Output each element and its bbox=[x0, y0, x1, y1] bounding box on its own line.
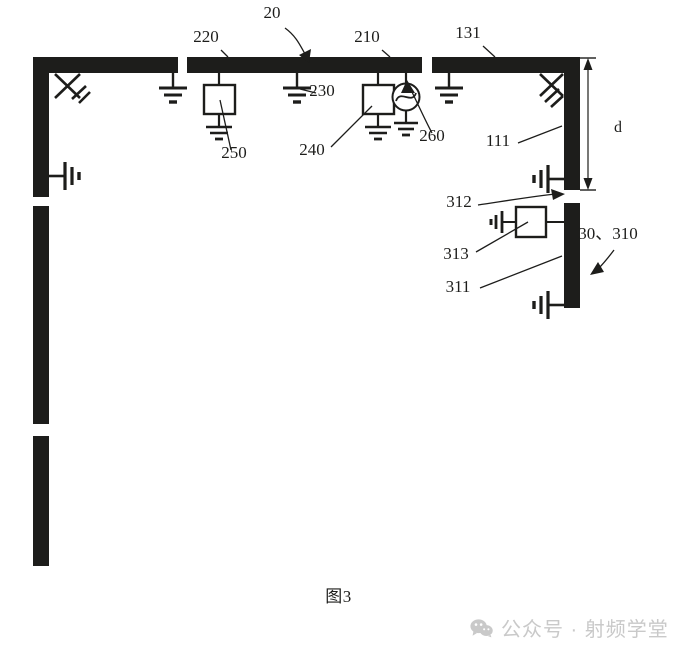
ref-numeral-250: 250 bbox=[221, 143, 247, 162]
ground-icon-230 bbox=[283, 73, 311, 104]
break-slash-icon-right bbox=[539, 73, 564, 108]
conductor-arm-131 bbox=[432, 57, 580, 190]
ref-numeral-20: 20 bbox=[264, 3, 281, 22]
ground-icon-left-vertical bbox=[49, 162, 81, 190]
leader-lines bbox=[219, 27, 615, 289]
ref-numeral-260: 260 bbox=[419, 126, 445, 145]
conductor-left-bottom-segment bbox=[33, 436, 49, 566]
wechat-icon bbox=[470, 618, 494, 638]
ref-numeral-111: 111 bbox=[486, 131, 510, 150]
component-313 bbox=[489, 205, 564, 239]
ground-icon-311-bottom bbox=[532, 291, 564, 319]
break-slash-icon-left bbox=[54, 73, 91, 104]
watermark: 公众号 · 射频学堂 bbox=[470, 613, 669, 642]
ground-icon-240 bbox=[361, 73, 396, 141]
figure-caption: 图3 bbox=[325, 587, 352, 606]
dimension-label-d: d bbox=[614, 119, 622, 136]
conductor-left-middle-segment bbox=[33, 206, 49, 424]
ref-numeral-313: 313 bbox=[443, 244, 469, 263]
watermark-text: 公众号 · 射频学堂 bbox=[501, 619, 669, 641]
ground-icon-right-vertical bbox=[532, 165, 564, 193]
ground-icon-131 bbox=[435, 73, 463, 104]
conductor-arm-220 bbox=[33, 57, 178, 197]
ref-numeral-210: 210 bbox=[354, 27, 380, 46]
dimension-line-d bbox=[580, 57, 596, 191]
ref-numeral-30-310: 30、310 bbox=[578, 224, 638, 243]
ground-icon-left bbox=[159, 73, 187, 104]
component-250 bbox=[202, 73, 237, 141]
ref-numeral-230: 230 bbox=[309, 81, 335, 100]
ref-numeral-220: 220 bbox=[193, 27, 219, 46]
ref-numeral-131: 131 bbox=[455, 23, 481, 42]
conductor-arm-210 bbox=[187, 57, 422, 73]
ref-numeral-312: 312 bbox=[446, 192, 472, 211]
conductor-arm-311 bbox=[564, 203, 580, 308]
ref-numeral-311: 311 bbox=[446, 277, 471, 296]
ref-numeral-240: 240 bbox=[299, 140, 325, 159]
